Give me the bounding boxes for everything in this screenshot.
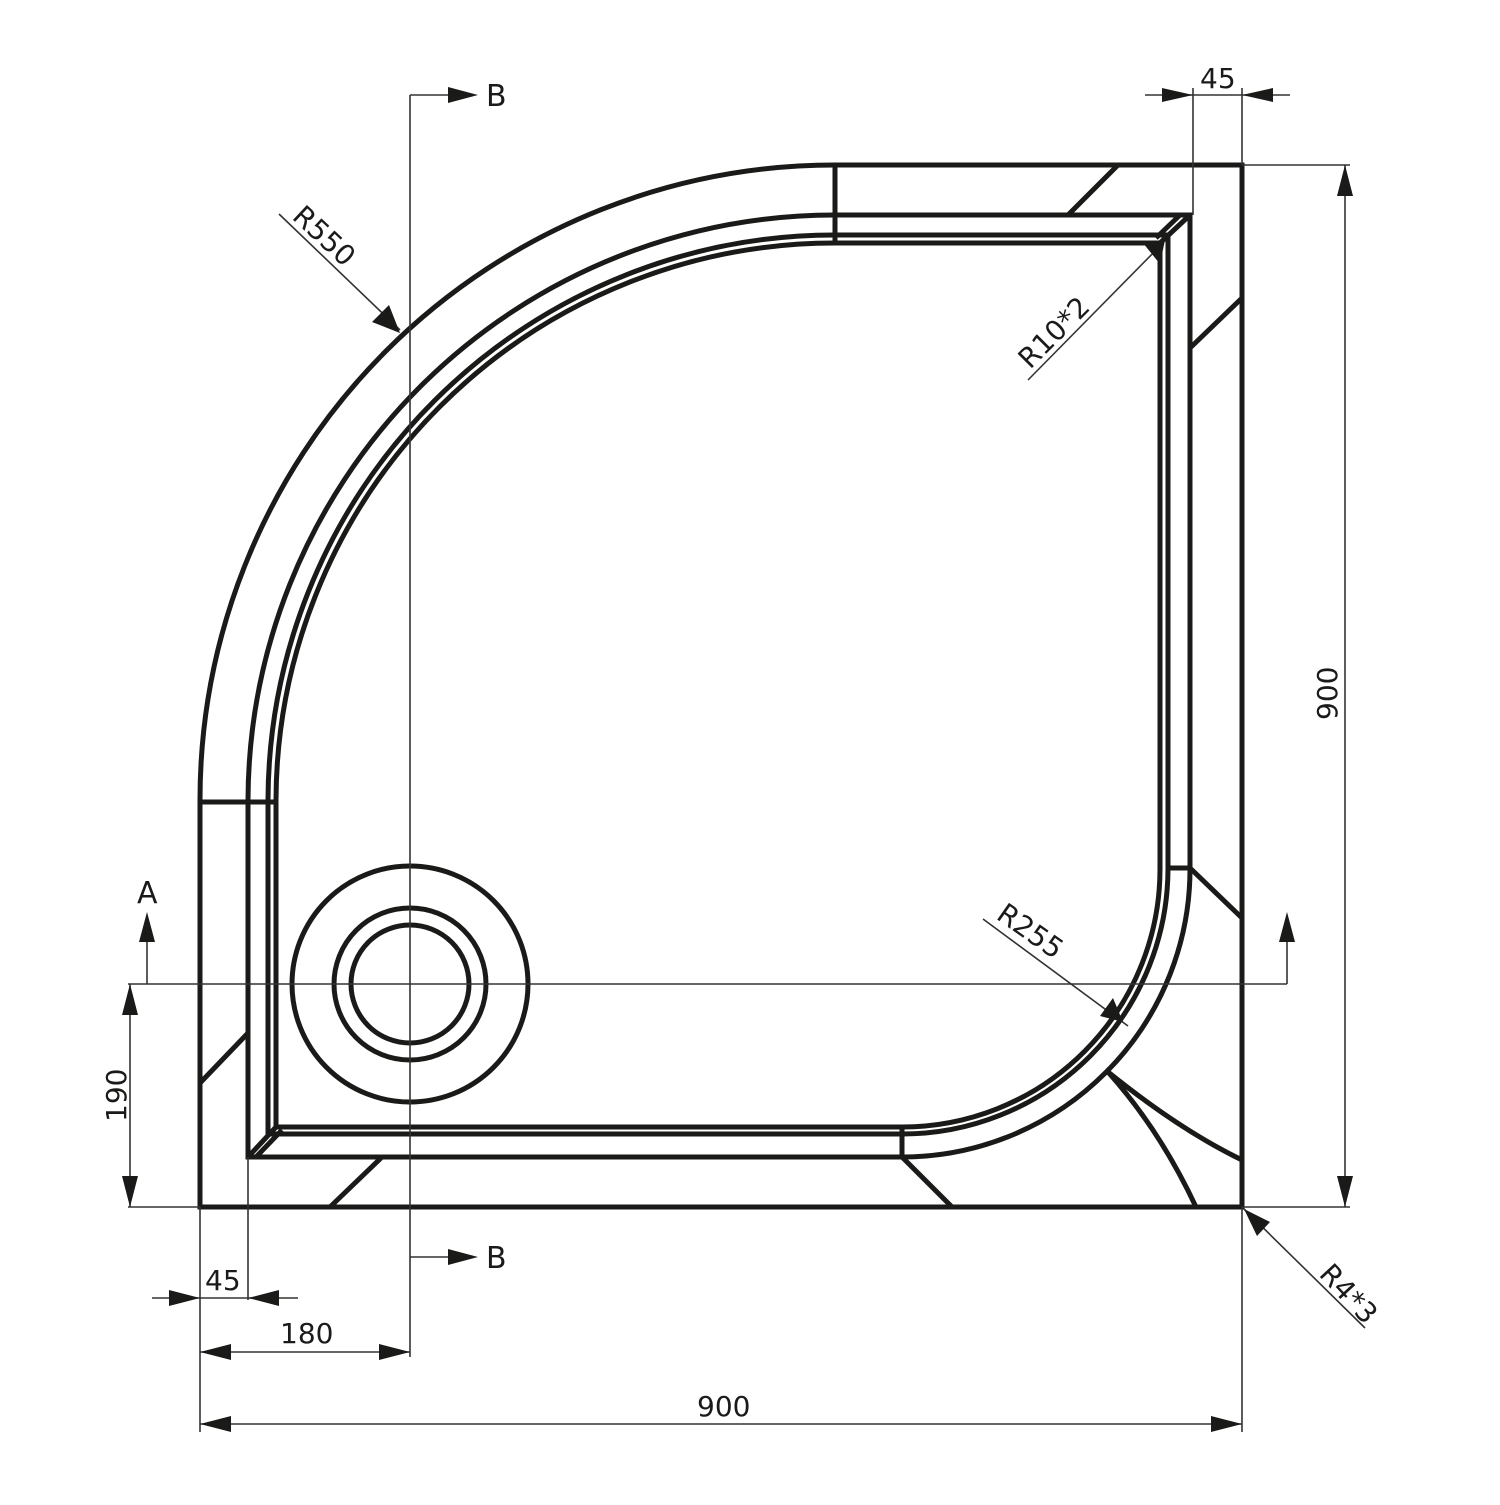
section-a-label: A <box>137 876 158 911</box>
dimension-left-rim <box>152 1157 298 1432</box>
dimension-left-rim-value: 45 <box>205 1264 241 1297</box>
radius-outer-arc-label: R550 <box>286 199 362 273</box>
radius-bottom-right-leader <box>982 918 1129 1027</box>
tray-outline <box>197 162 1245 1210</box>
dimension-top-rim <box>1145 88 1290 215</box>
section-b-top-label: B <box>486 79 507 114</box>
dimension-drain-offset-y <box>122 984 200 1208</box>
section-b-bottom-label: B <box>486 1241 507 1276</box>
radius-outer-arc-leader <box>278 213 401 333</box>
radius-outer-corner-label: R4*3 <box>1313 1257 1384 1330</box>
dimension-drain-offset-x-value: 180 <box>280 1317 333 1350</box>
dimension-top-rim-value: 45 <box>1200 62 1236 95</box>
dimension-overall-width <box>200 1207 1243 1432</box>
dimension-overall-height <box>1242 164 1353 1208</box>
dimension-overall-height-value: 900 <box>1311 667 1344 720</box>
radius-inner-corner-leader <box>1027 240 1165 381</box>
section-lines <box>128 87 1295 1357</box>
radius-outer-corner-leader <box>1243 1208 1366 1329</box>
radius-inner-corner-label: R10*2 <box>1012 290 1097 375</box>
dimension-overall-width-value: 900 <box>697 1390 750 1423</box>
dimension-drain-offset-y-value: 190 <box>100 1069 133 1122</box>
dimension-drain-offset-x <box>200 1344 410 1360</box>
radius-bottom-right-label: R255 <box>991 897 1070 966</box>
